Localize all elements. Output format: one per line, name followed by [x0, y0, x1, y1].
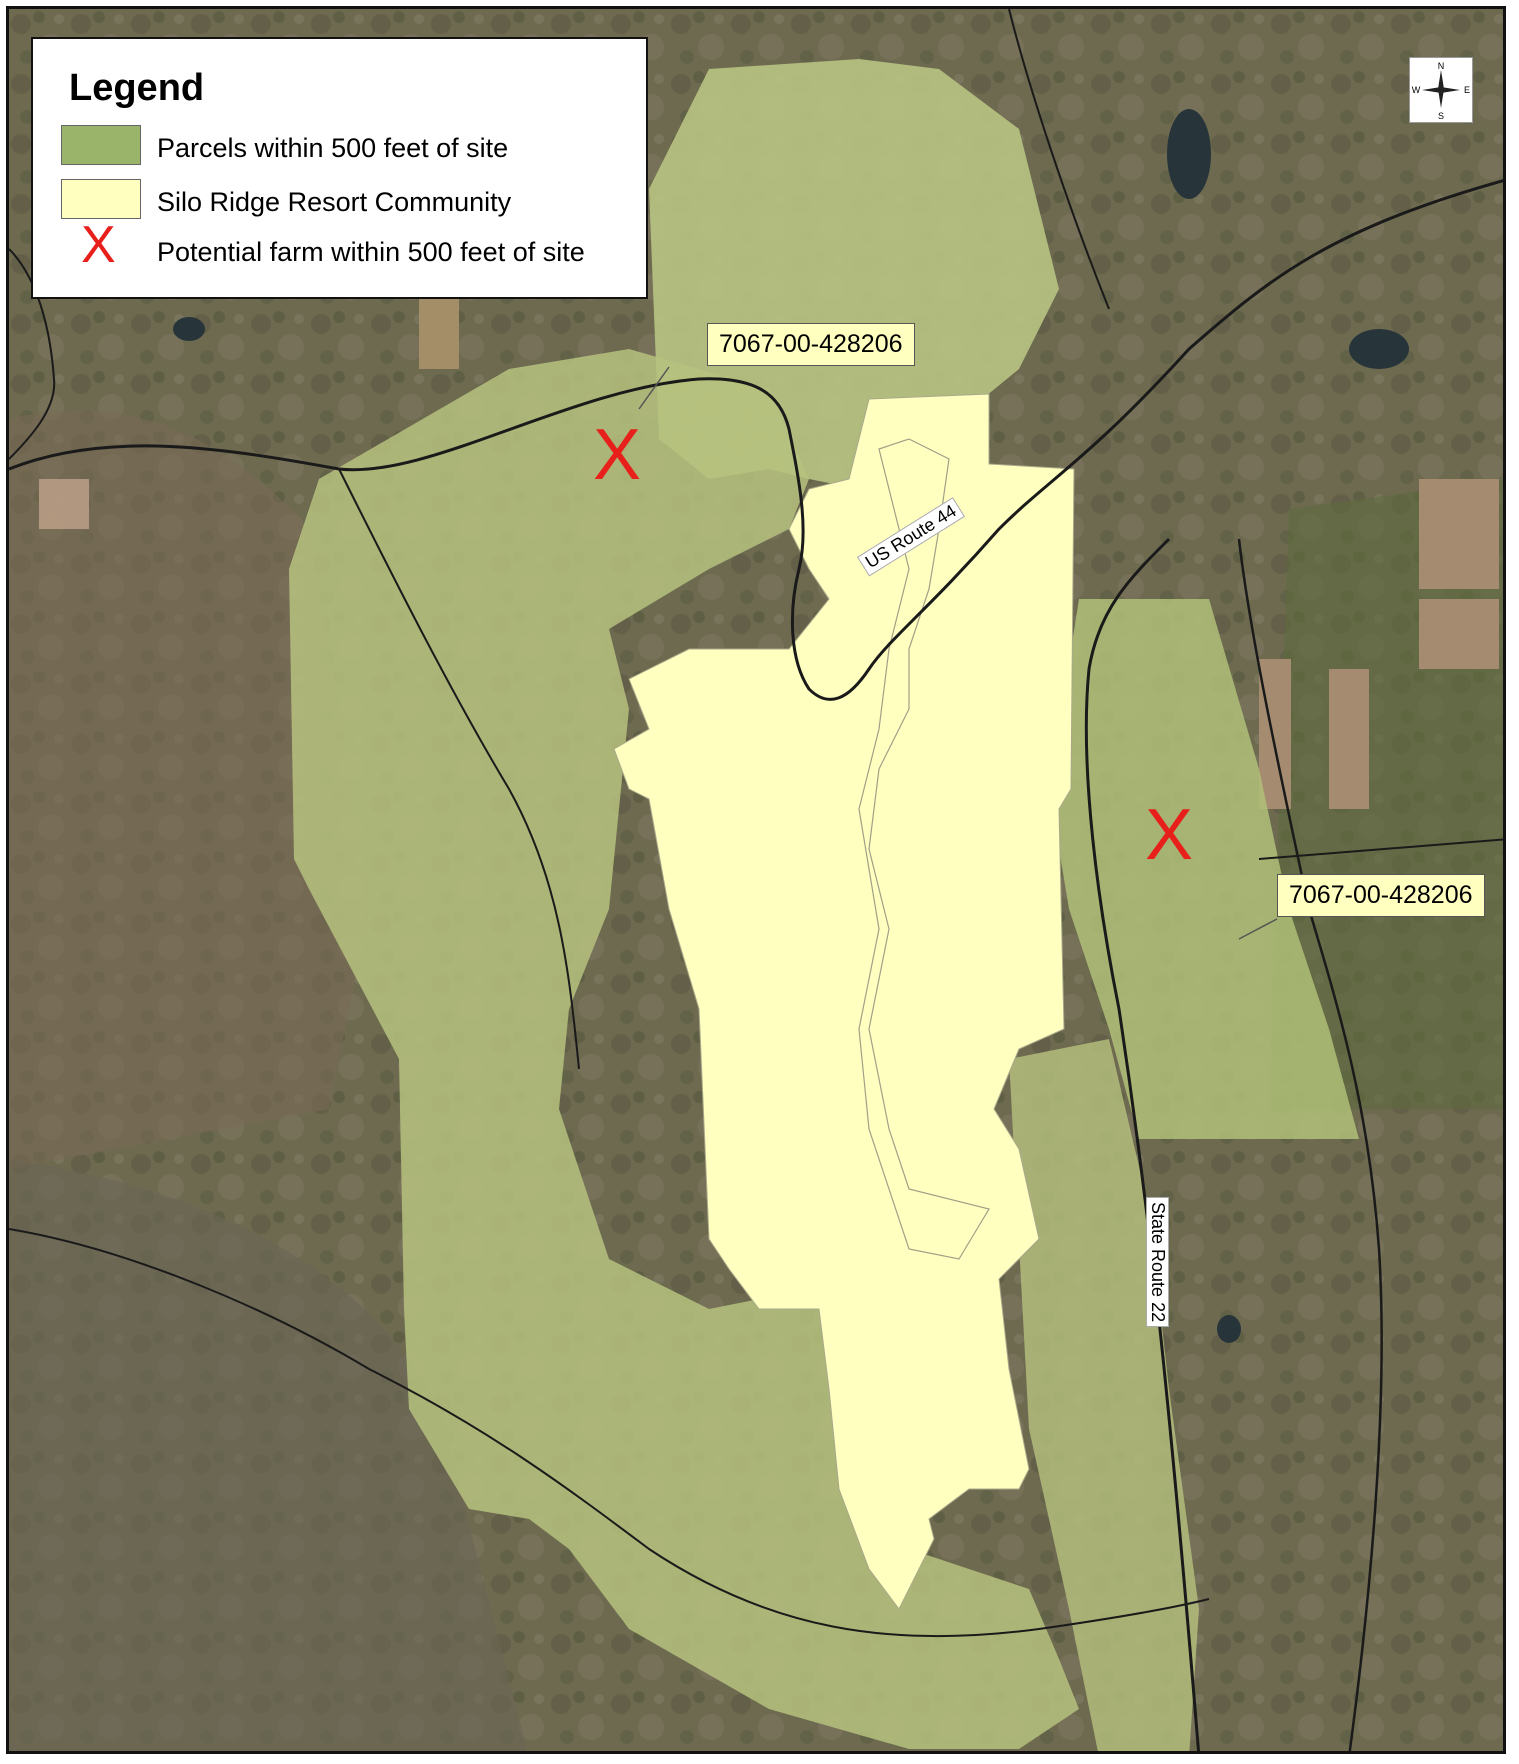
legend: Legend Parcels within 500 feet of site S… [31, 37, 648, 299]
wooded-hills-west [9, 410, 369, 1169]
svg-text:W: W [1412, 85, 1421, 95]
us-route-44-line [9, 179, 1503, 701]
local-road-south [9, 1228, 1210, 1638]
legend-swatch-site [61, 179, 141, 219]
parcel-callout-east: 7067-00-428206 [1277, 874, 1485, 917]
field-west [39, 479, 89, 529]
legend-title: Legend [69, 67, 205, 109]
callout-leader-north [638, 366, 670, 410]
field-strip-2 [1329, 669, 1369, 809]
pond-4 [1217, 1315, 1241, 1343]
legend-label-parcels: Parcels within 500 feet of site [157, 133, 509, 163]
pond-1 [1167, 109, 1211, 199]
svg-text:S: S [1438, 111, 1444, 121]
legend-label-farm: Potential farm within 500 feet of site [157, 237, 585, 267]
farm-marker-east[interactable]: X [1145, 795, 1194, 875]
local-road-east [1237, 538, 1383, 1751]
parcel-north[interactable] [649, 59, 1059, 489]
pond-2 [1349, 329, 1409, 369]
callout-leader-east [1238, 918, 1278, 940]
map-frame: US Route 44 State Route 22 X X 7067-00-4… [6, 6, 1506, 1754]
parcel-east[interactable] [1049, 599, 1359, 1139]
local-road-east-spur [1258, 838, 1503, 860]
field-strip-4 [1419, 599, 1499, 669]
field-north [419, 299, 459, 369]
parcel-southeast[interactable] [1009, 1039, 1199, 1754]
field-strip-3 [1419, 479, 1499, 589]
field-strip-1 [1259, 659, 1291, 809]
aerial-map[interactable] [9, 9, 1506, 1754]
pond-3 [173, 317, 205, 341]
legend-swatch-parcels [61, 125, 141, 165]
parcel-west-south[interactable] [289, 349, 1079, 1749]
svg-text:E: E [1464, 85, 1470, 95]
silo-ridge-site[interactable] [613, 393, 1075, 1610]
site-inner-boundary [858, 438, 990, 1260]
local-road-northwest [9, 248, 56, 460]
state-route-22-line [1084, 537, 1201, 1751]
legend-label-site: Silo Ridge Resort Community [157, 187, 512, 217]
farm-marker-north[interactable]: X [593, 415, 642, 495]
local-road-west [338, 468, 580, 1070]
local-road-north [1008, 9, 1110, 310]
legend-farm-x-icon: X [81, 216, 116, 274]
parcel-callout-north: 7067-00-428206 [707, 323, 915, 366]
compass-icon: N S E W [1412, 61, 1470, 121]
state-route-22-label: State Route 22 [1146, 1197, 1169, 1328]
wooded-hills-southwest [9, 1159, 528, 1751]
svg-text:N: N [1438, 61, 1445, 71]
compass-rose: N S E W [1409, 57, 1473, 123]
